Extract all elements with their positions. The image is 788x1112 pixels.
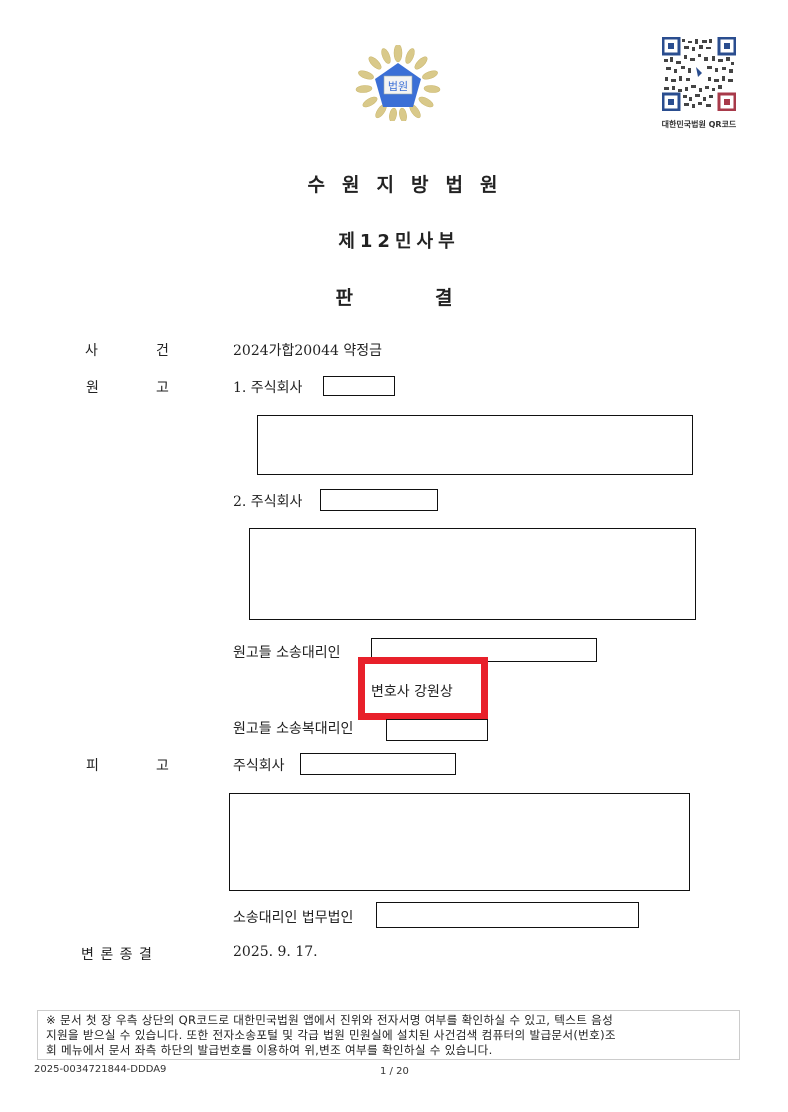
qr-caption: 대한민국법원 QR코드 xyxy=(661,120,737,129)
plaintiff-attorney-label: 원고들 소송대리인 xyxy=(233,645,341,661)
redacted-plaintiff-1-name xyxy=(323,376,395,396)
case-number: 2024가합20044 약정금 xyxy=(233,343,383,359)
verification-notice: ※ 문서 첫 장 우측 상단의 QR코드로 대한민국법원 앱에서 진위와 전자서… xyxy=(37,1010,740,1060)
highlight-box xyxy=(358,657,488,720)
document-type-left: 판 xyxy=(335,287,353,309)
case-label-1: 사 xyxy=(85,343,98,359)
plaintiff-attorney-name: 변호사 강원상 xyxy=(371,684,453,700)
plaintiff-2-company: 2. 주식회사 xyxy=(233,494,303,510)
page-number: 1 / 20 xyxy=(380,1066,409,1077)
notice-line: 지원을 받으실 수 있습니다. 또한 전자소송포털 및 각급 법원 민원실에 설… xyxy=(46,1028,616,1042)
plaintiff-1-company: 1. 주식회사 xyxy=(233,380,303,396)
defendant-attorney-label: 소송대리인 법무법인 xyxy=(233,910,354,926)
redacted-defendant-law-firm xyxy=(376,902,639,928)
redacted-sub-attorney-name xyxy=(386,719,488,741)
redacted-plaintiff-2-address xyxy=(249,528,696,620)
plaintiff-label-1: 원 xyxy=(86,380,99,396)
case-label-2: 건 xyxy=(156,343,169,359)
court-emblem-icon: 법원 xyxy=(355,43,441,123)
division-name: 제12민사부 xyxy=(338,231,460,252)
document-issue-number: 2025-0034721844-DDDA9 xyxy=(34,1064,167,1075)
redacted-defendant-address xyxy=(229,793,690,891)
redacted-plaintiff-2-name xyxy=(320,489,438,511)
notice-line: ※ 문서 첫 장 우측 상단의 QR코드로 대한민국법원 앱에서 진위와 전자서… xyxy=(46,1013,614,1027)
closing-date: 2025. 9. 17. xyxy=(233,944,318,960)
svg-text:법원: 법원 xyxy=(388,80,408,93)
document-type-right: 결 xyxy=(435,287,453,309)
plaintiff-sub-attorney-label: 원고들 소송복대리인 xyxy=(233,721,354,737)
qr-code[interactable] xyxy=(661,36,737,112)
defendant-label-2: 고 xyxy=(156,758,169,774)
closing-label: 변 론 종 결 xyxy=(81,947,153,963)
defendant-company: 주식회사 xyxy=(233,758,285,774)
redacted-plaintiff-1-address xyxy=(257,415,693,475)
defendant-label-1: 피 xyxy=(86,758,99,774)
plaintiff-label-2: 고 xyxy=(156,380,169,396)
redacted-defendant-name xyxy=(300,753,456,775)
notice-line: 회 메뉴에서 문서 좌측 하단의 발급번호를 이용하여 위,변조 여부를 확인하… xyxy=(46,1043,493,1057)
court-name: 수원지방법원 xyxy=(307,174,515,196)
